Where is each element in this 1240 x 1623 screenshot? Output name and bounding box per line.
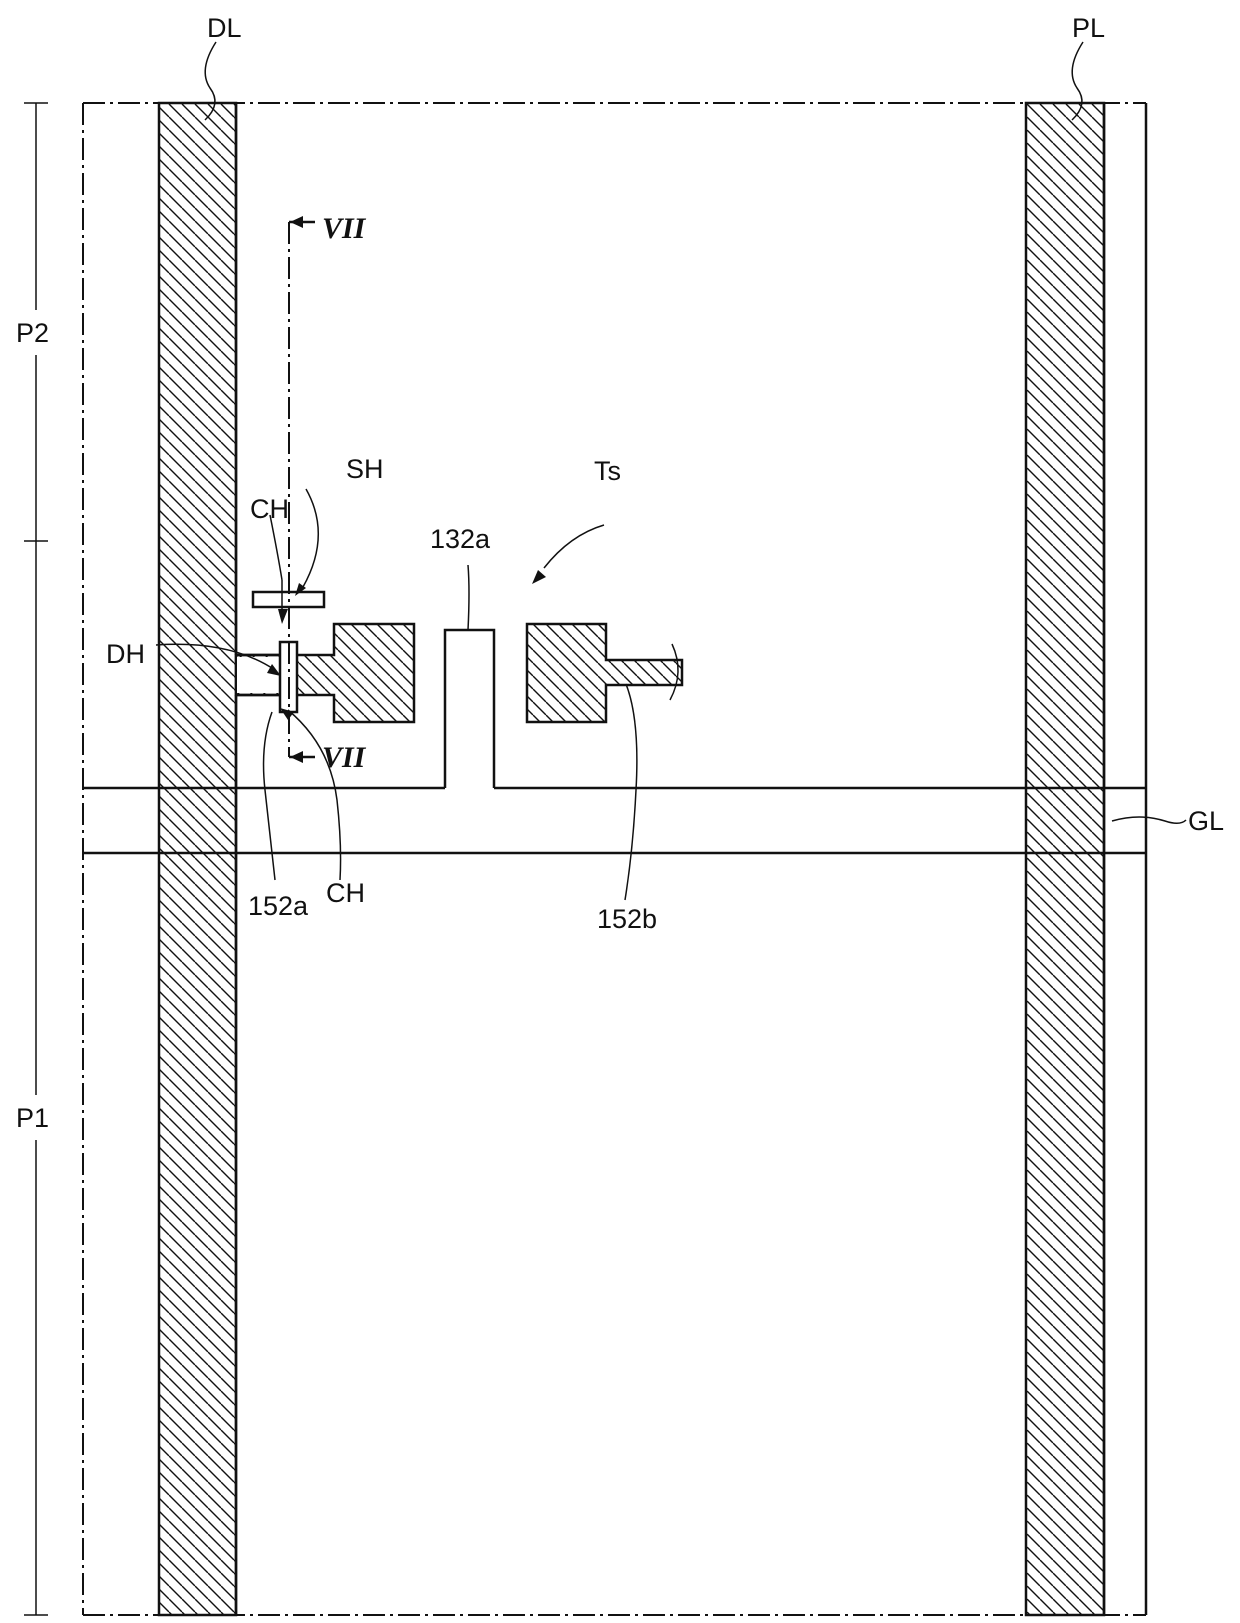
data-line	[159, 103, 236, 1615]
drain-electrode	[527, 624, 682, 722]
drain-electrode-label: 152b	[597, 904, 657, 934]
section-label-bottom: VII	[322, 741, 367, 774]
gate-line-label: GL	[1188, 806, 1224, 836]
shield-hole-label: SH	[346, 454, 384, 484]
contact-hole-label-top: CH	[250, 494, 289, 524]
pixel-1-label: P1	[16, 1103, 49, 1133]
section-label-top: VII	[322, 212, 367, 245]
gate-electrode-label: 132a	[430, 524, 491, 554]
gate-line	[83, 788, 1146, 853]
data-line-label: DL	[207, 13, 242, 43]
transistor-label: Ts	[594, 456, 621, 486]
contact-hole-label-bottom: CH	[326, 878, 365, 908]
pixel-boundary	[83, 103, 1146, 1615]
gate-electrode	[445, 630, 494, 788]
drain-hole-label: DH	[106, 639, 145, 669]
power-line	[1026, 103, 1104, 1615]
power-line-label: PL	[1072, 13, 1105, 43]
pixel-2-label: P2	[16, 318, 49, 348]
source-electrode-label: 152a	[248, 891, 309, 921]
